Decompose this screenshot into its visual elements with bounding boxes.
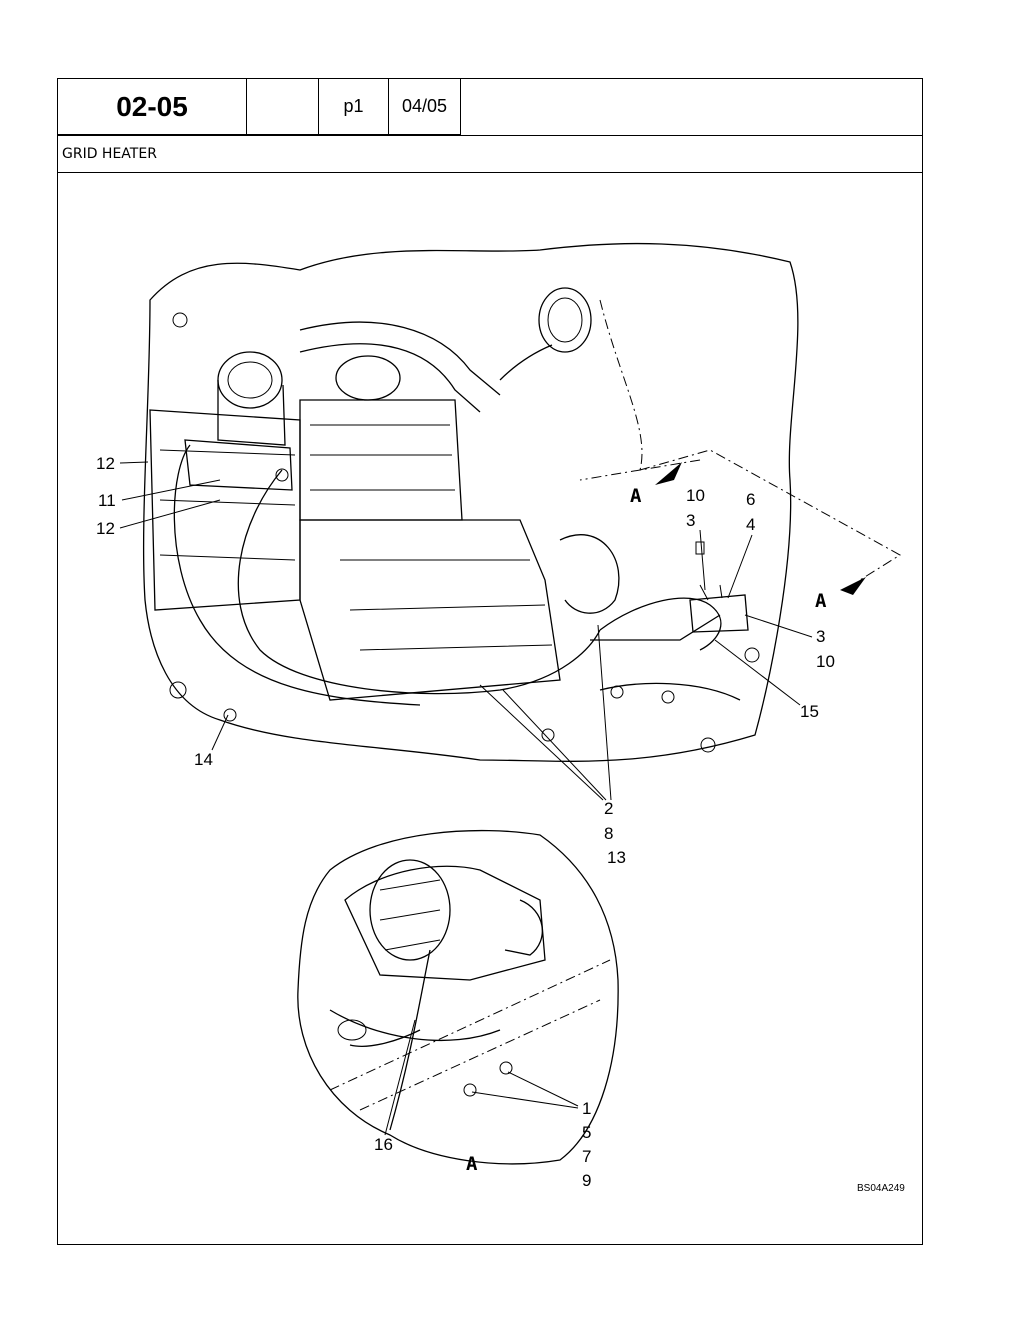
callout-4: 4 (746, 515, 755, 534)
view-a-label-right: A (815, 590, 827, 612)
engine-view-upper (119, 242, 901, 801)
callout-13: 13 (607, 848, 626, 867)
header-row: 02-05 p1 04/05 (58, 79, 461, 135)
section-code: 02-05 (58, 79, 247, 135)
header-blank-cell (247, 79, 319, 135)
callout-9: 9 (582, 1171, 591, 1190)
view-a-label-left: A (630, 485, 642, 507)
callout-14: 14 (194, 750, 213, 769)
callout-1: 1 (582, 1099, 591, 1118)
callout-3-right: 3 (816, 627, 825, 646)
callout-5: 5 (582, 1123, 591, 1142)
page-title: GRID HEATER (58, 135, 922, 173)
callout-6: 6 (746, 490, 755, 509)
revision-date: 04/05 (389, 79, 461, 135)
callout-10-top: 10 (686, 486, 705, 505)
callout-10-right: 10 (816, 652, 835, 671)
starter-view-lower (297, 829, 619, 1165)
callout-15: 15 (800, 702, 819, 721)
callout-8: 8 (604, 824, 613, 843)
callout-7: 7 (582, 1147, 591, 1166)
callout-16: 16 (374, 1135, 393, 1154)
callout-2: 2 (604, 799, 613, 818)
callout-12-top: 12 (96, 454, 115, 473)
page-frame: 02-05 p1 04/05 GRID HEATER (57, 78, 923, 1245)
view-a-label-lower: A (466, 1153, 478, 1175)
callout-12-bottom: 12 (96, 519, 115, 538)
callout-3-top: 3 (686, 511, 695, 530)
callout-11: 11 (98, 491, 116, 510)
illustration-reference: BS04A249 (857, 1183, 905, 1194)
page-number: p1 (319, 79, 389, 135)
